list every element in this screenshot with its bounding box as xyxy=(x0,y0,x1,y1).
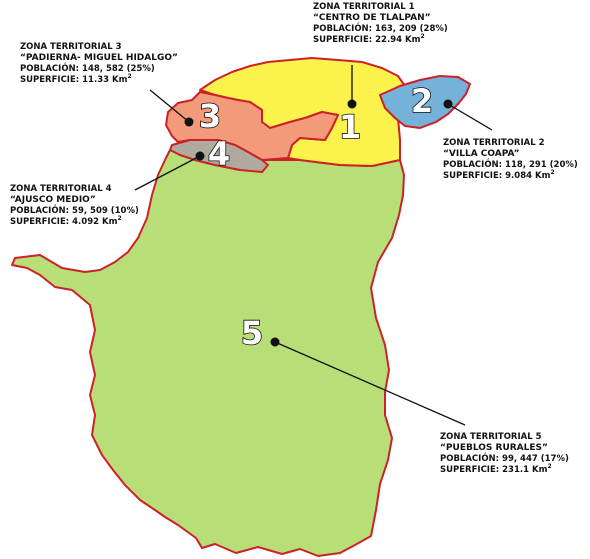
zone-5-area: SUPERFICIE: 231.1 Km2 xyxy=(440,463,569,476)
zone-2-area: SUPERFICIE: 9.084 Km2 xyxy=(443,169,578,182)
zone-5-area-value: SUPERFICIE: 231.1 Km xyxy=(440,465,548,475)
zone-2-marker-dot xyxy=(443,99,453,109)
zone-5-label: ZONA TERRITORIAL 5 “PUEBLOS RURALES” POB… xyxy=(440,432,569,476)
zone-3-area-value: SUPERFICIE: 11.33 Km xyxy=(20,75,128,85)
zone-5-marker-dot xyxy=(270,337,280,347)
zone-2-title: ZONA TERRITORIAL 2 xyxy=(443,138,545,148)
zone-3-leader xyxy=(149,89,190,123)
zone-3-number: 3 xyxy=(199,97,221,135)
zone-2-name: “VILLA COAPA” xyxy=(443,149,520,159)
zone-2-area-value: SUPERFICIE: 9.084 Km xyxy=(443,171,551,181)
zone-5-population: POBLACIÓN: 99, 447 (17%) xyxy=(440,454,569,464)
zone-4-marker-dot xyxy=(195,151,205,161)
zone-3-label: ZONA TERRITORIAL 3 “PADIERNA- MIGUEL HID… xyxy=(20,42,178,86)
zone-4-number: 4 xyxy=(208,135,230,173)
zone-5-leader xyxy=(274,341,466,426)
zone-4-area: SUPERFICIE: 4.092 Km2 xyxy=(10,215,139,228)
zone-4-area-value: SUPERFICIE: 4.092 Km xyxy=(10,217,118,227)
zone-1-area-unit-exponent: 2 xyxy=(420,33,425,41)
zone-4-title: ZONA TERRITORIAL 4 xyxy=(10,184,112,194)
zone-2-leader xyxy=(447,103,493,131)
zone-4-region[interactable] xyxy=(169,139,269,173)
zone-1-label: ZONA TERRITORIAL 1 “CENTRO DE TLALPAN” P… xyxy=(313,2,448,46)
zone-1-area-value: SUPERFICIE: 22.94 Km xyxy=(313,35,421,45)
zone-1-name: “CENTRO DE TLALPAN” xyxy=(313,13,431,23)
zone-2-label: ZONA TERRITORIAL 2 “VILLA COAPA” POBLACI… xyxy=(443,138,578,182)
zone-4-leader xyxy=(134,155,201,191)
zone-5-title: ZONA TERRITORIAL 5 xyxy=(440,432,542,442)
zone-2-region[interactable] xyxy=(379,75,471,129)
zone-1-marker-dot xyxy=(347,99,357,109)
zone-4-area-unit-exponent: 2 xyxy=(117,215,122,223)
zone-3-marker-dot xyxy=(184,117,194,127)
zone-4-name: “AJUSCO MEDIO” xyxy=(10,195,96,205)
zone-3-title: ZONA TERRITORIAL 3 xyxy=(20,42,122,52)
zone-5-region[interactable] xyxy=(11,149,405,557)
zone-3-area-unit-exponent: 2 xyxy=(127,73,132,81)
zone-4-population: POBLACIÓN: 59, 509 (10%) xyxy=(10,206,139,216)
zone-3-population: POBLACIÓN: 148, 582 (25%) xyxy=(20,64,155,74)
zone-4-label: ZONA TERRITORIAL 4 “AJUSCO MEDIO” POBLAC… xyxy=(10,184,139,228)
zone-3-area: SUPERFICIE: 11.33 Km2 xyxy=(20,73,178,86)
zone-5-name: “PUEBLOS RURALES” xyxy=(440,443,548,453)
zone-3-name: “PADIERNA- MIGUEL HIDALGO” xyxy=(20,53,178,63)
zone-1-area: SUPERFICIE: 22.94 Km2 xyxy=(313,33,448,46)
zone-2-area-unit-exponent: 2 xyxy=(550,169,555,177)
zone-1-number: 1 xyxy=(339,108,361,146)
zone-5-area-unit-exponent: 2 xyxy=(547,463,552,471)
zone-1-population: POBLACIÓN: 163, 209 (28%) xyxy=(313,24,448,34)
zone-1-title: ZONA TERRITORIAL 1 xyxy=(313,2,415,12)
zone-2-population: POBLACIÓN: 118, 291 (20%) xyxy=(443,160,578,170)
zone-2-number: 2 xyxy=(411,82,433,120)
zone-5-number: 5 xyxy=(241,314,263,352)
